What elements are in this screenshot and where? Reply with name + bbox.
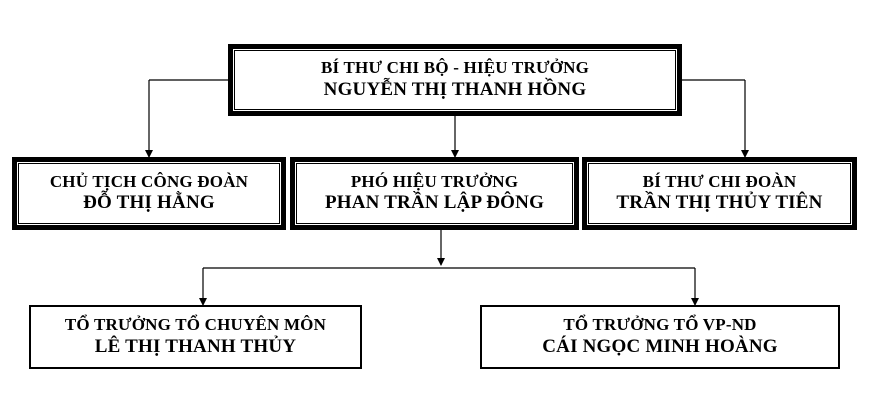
principal-box: BÍ THƯ CHI BỘ - HIỆU TRƯỞNG NGUYỄN THỊ T… [228, 44, 682, 116]
union-chair-box: CHỦ TỊCH CÔNG ĐOÀN ĐỖ THỊ HẰNG [12, 157, 286, 230]
youth-secretary-box: BÍ THƯ CHI ĐOÀN TRẦN THỊ THỦY TIÊN [582, 157, 857, 230]
vice-principal-box: PHÓ HIỆU TRƯỞNG PHAN TRẦN LẬP ĐÔNG [290, 157, 579, 230]
office-head-name: CÁI NGỌC MINH HOÀNG [542, 335, 778, 357]
vice-principal-name: PHAN TRẦN LẬP ĐÔNG [324, 192, 545, 214]
subject-head-role: TỔ TRƯỞNG TỔ CHUYÊN MÔN [64, 315, 327, 335]
union-chair-role: CHỦ TỊCH CÔNG ĐOÀN [49, 171, 249, 191]
office-head-role: TỔ TRƯỞNG TỔ VP-ND [563, 315, 757, 335]
union-chair-name: ĐỖ THỊ HẰNG [83, 192, 215, 214]
youth-secretary-role: BÍ THƯ CHI ĐOÀN [642, 171, 797, 191]
subject-head-box: TỔ TRƯỞNG TỔ CHUYÊN MÔN LÊ THỊ THANH THỦ… [29, 305, 362, 369]
vice-principal-role: PHÓ HIỆU TRƯỞNG [350, 171, 519, 191]
subject-head-name: LÊ THỊ THANH THỦY [94, 335, 297, 357]
office-head-box: TỔ TRƯỞNG TỔ VP-ND CÁI NGỌC MINH HOÀNG [480, 305, 840, 369]
youth-secretary-name: TRẦN THỊ THỦY TIÊN [616, 192, 823, 214]
principal-role: BÍ THƯ CHI BỘ - HIỆU TRƯỞNG [321, 58, 589, 78]
principal-name: NGUYỄN THỊ THANH HỒNG [323, 78, 587, 100]
